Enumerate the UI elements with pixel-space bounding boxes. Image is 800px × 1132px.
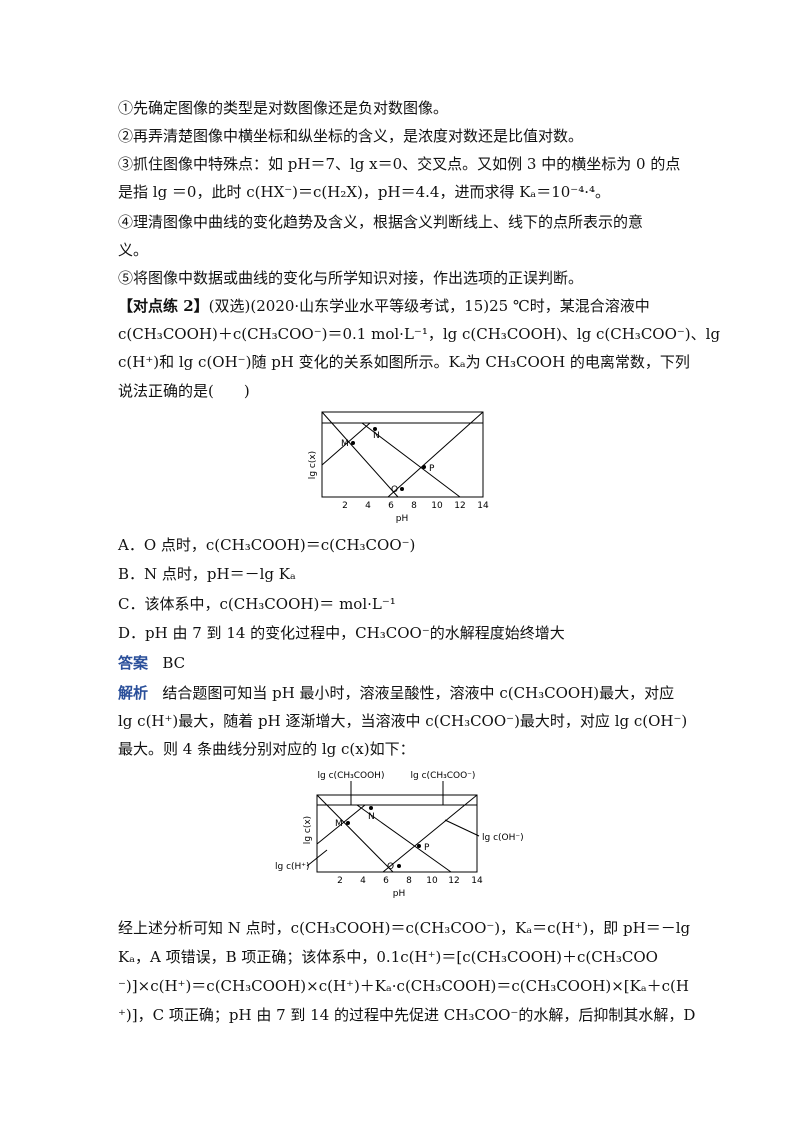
chart-2-leader-h <box>306 849 328 867</box>
chart-2-tick-8: 8 <box>406 876 412 886</box>
chart-2-curve-ch3cooh <box>317 804 452 873</box>
chart-2-leader-oh <box>444 819 480 837</box>
option-a: A．O 点时，c(CH₃COOH)＝c(CH₃COO⁻) <box>118 536 416 554</box>
chart-2-label-ch3cooh: lg c(CH₃COOH) <box>318 771 385 781</box>
analysis-line-1: 解析 结合题图可知当 pH 最小时，溶液呈酸性，溶液中 c(CH₃COOH)最大… <box>118 681 674 706</box>
tip-1: ①先确定图像的类型是对数图像还是负对数图像。 <box>118 99 449 117</box>
exercise-line-3: c(H⁺)和 lg c(OH⁻)随 pH 变化的关系如图所示。Kₐ为 CH₃CO… <box>118 353 690 371</box>
tip-4: ④理清图像中曲线的变化趋势及含义，根据含义判断线上、线下的点所表示的意 <box>118 213 644 231</box>
answer-line: 答案 BC <box>118 651 185 676</box>
chart-1-point-m <box>351 441 355 445</box>
analysis-line-3: 最大。则 4 条曲线分别对应的 lg c(x)如下： <box>118 740 415 758</box>
chart-2-xlabel: pH <box>393 889 405 899</box>
chart-1-curve-ch3coo <box>321 422 483 466</box>
option-b: B．N 点时，pH＝－lg Kₐ <box>118 565 296 583</box>
chart-2-curve-ch3coo <box>316 804 477 845</box>
tip-3: ③抓住图像中特殊点：如 pH＝7、lg x＝0、交叉点。又如例 3 中的横坐标为… <box>118 155 681 173</box>
exercise-line-2: c(CH₃COOH)＋c(CH₃COO⁻)＝0.1 mol·L⁻¹，lg c(C… <box>118 325 721 343</box>
answer-value: BC <box>162 654 186 672</box>
chart-2-label-p: P <box>424 843 430 853</box>
chart-2-tick-4: 4 <box>360 876 366 886</box>
analysis-text-1: 结合题图可知当 pH 最小时，溶液呈酸性，溶液中 c(CH₃COOH)最大，对应 <box>162 684 675 702</box>
answer-label: 答案 <box>118 654 149 672</box>
chart-2-curve-oh <box>382 794 478 873</box>
analysis-label: 解析 <box>118 684 149 702</box>
chart-2: lg c(CH₃COOH) lg c(CH₃COO⁻) lg c(OH⁻) lg… <box>275 771 524 899</box>
chart-2-point-m <box>346 821 350 825</box>
chart-2-label-ch3coo: lg c(CH₃COO⁻) <box>411 771 476 781</box>
chart-1-xlabel: pH <box>396 514 408 524</box>
chart-1-frame <box>321 411 484 498</box>
exercise-text-1: (双选)(2020·山东学业水平等级考试，15)25 ℃时，某混合溶液中 <box>208 297 650 315</box>
chart-2-tick-2: 2 <box>337 876 343 886</box>
conclusion-line-2: Kₐ，A 项错误，B 项正确；该体系中，0.1c(H⁺)＝[c(CH₃COOH)… <box>118 948 658 966</box>
conclusion-line-4: ⁺)]，C 项正确；pH 由 7 到 14 的过程中先促进 CH₃COO⁻的水解… <box>118 1006 696 1024</box>
chart-1-tick-12: 12 <box>454 501 465 511</box>
chart-2-label-n: N <box>368 812 375 822</box>
chart-2-point-o <box>397 864 401 868</box>
exercise-line-1: 【对点练 2】(双选)(2020·山东学业水平等级考试，15)25 ℃时，某混合… <box>118 294 650 319</box>
chart-1-label-o: O <box>391 485 398 495</box>
chart-1-label-n: N <box>373 431 380 441</box>
chart-2-label-oh: lg c(OH⁻) <box>482 833 524 843</box>
chart-1-tick-2: 2 <box>342 501 348 511</box>
chart-1-label-m: M <box>341 439 349 449</box>
chart-2-frame <box>316 794 478 873</box>
tip-4-cont: 义。 <box>118 241 149 259</box>
conclusion-line-1: 经上述分析可知 N 点时，c(CH₃COOH)＝c(CH₃COO⁻)，Kₐ＝c(… <box>118 919 691 937</box>
chart-1-label-p: P <box>429 464 435 474</box>
option-c: C．该体系中，c(CH₃COOH)＝ mol·L⁻¹ <box>118 595 396 613</box>
chart-1-point-n <box>373 427 377 431</box>
chart-2-tick-6: 6 <box>383 876 389 886</box>
tip-5: ⑤将图像中数据或曲线的变化与所学知识对接，作出选项的正误判断。 <box>118 269 584 287</box>
chart-1-point-o <box>400 487 404 491</box>
option-d: D．pH 由 7 到 14 的变化过程中，CH₃COO⁻的水解程度始终增大 <box>118 624 565 642</box>
chart-2-tick-10: 10 <box>426 876 438 886</box>
chart-2-ylabel: lg c(x) <box>303 816 313 844</box>
chart-1: M N O P lg c(x) 2 4 6 8 10 12 14 pH <box>308 411 489 524</box>
chart-1-tick-4: 4 <box>365 501 371 511</box>
analysis-line-2: lg c(H⁺)最大，随着 pH 逐渐增大，当溶液中 c(CH₃COO⁻)最大时… <box>118 712 688 730</box>
chart-2-label-o: O <box>387 862 394 872</box>
chart-2-curve-h <box>316 794 394 873</box>
chart-1-point-p <box>422 465 426 469</box>
chart-1-curve-oh <box>387 411 484 498</box>
chart-1-tick-14: 14 <box>477 501 489 511</box>
chart-1-ylabel: lg c(x) <box>308 451 318 479</box>
chart-1-curve-ch3cooh <box>322 422 461 498</box>
chart-1-tick-10: 10 <box>431 501 443 511</box>
chart-1-tick-8: 8 <box>411 501 417 511</box>
chart-2-point-p <box>417 844 421 848</box>
chart-2-point-n <box>369 806 373 810</box>
chart-2-tick-12: 12 <box>448 876 459 886</box>
chart-2-label-h: lg c(H⁺) <box>275 862 310 872</box>
exercise-tag: 【对点练 2】 <box>118 297 209 315</box>
exercise-line-4: 说法正确的是( ) <box>118 382 250 400</box>
chart-1-tick-6: 6 <box>388 501 394 511</box>
tip-3-cont: 是指 lg ＝0，此时 c(HX⁻)＝c(H₂X)，pH＝4.4，进而求得 Kₐ… <box>118 183 611 201</box>
chart-1-curve-h <box>321 411 399 498</box>
chart-2-tick-14: 14 <box>471 876 483 886</box>
tip-2: ②再弄清楚图像中横坐标和纵坐标的含义，是浓度对数还是比值对数。 <box>118 127 584 145</box>
chart-2-label-m: M <box>335 819 343 829</box>
conclusion-line-3: ⁻)]×c(H⁺)＝c(CH₃COOH)×c(H⁺)＋Kₐ·c(CH₃COOH)… <box>118 977 689 995</box>
